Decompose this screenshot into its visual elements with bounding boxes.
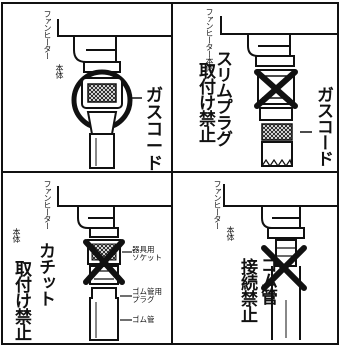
leader-lines xyxy=(120,251,132,321)
collar xyxy=(259,107,293,121)
prohibited-x-mark xyxy=(261,245,307,291)
heater-body-label: 本体 xyxy=(226,226,235,240)
gas-cord-label: ガスコード xyxy=(313,86,333,166)
elbow-fitting xyxy=(261,206,301,229)
heater-body-line xyxy=(220,16,338,35)
hex-nut xyxy=(267,227,305,239)
heater-label: ファンヒーター xyxy=(43,180,52,229)
heater-body-line xyxy=(57,19,172,37)
heater-label: ファンヒーター本体 xyxy=(205,8,214,71)
elbow-fitting xyxy=(247,34,291,57)
warning-line1: カチット xyxy=(35,242,55,306)
prohibited-x-mark xyxy=(83,239,125,285)
rubber-hose xyxy=(271,266,301,340)
warning-line1: スリムプラグ xyxy=(212,50,232,146)
warning-line2: 取付け禁止 xyxy=(195,62,215,142)
gas-hose xyxy=(261,141,293,167)
hose-plug-label: ゴム管用 プラグ xyxy=(132,287,162,304)
heater-body-line xyxy=(223,184,338,207)
warning-line1: ゴム管 xyxy=(257,256,277,304)
gas-cord-label: ガスコード xyxy=(146,86,163,174)
panel-top-left xyxy=(57,19,172,169)
warning-line2: 取付け禁止 xyxy=(11,260,31,340)
panel-top-right xyxy=(220,16,338,168)
rubber-hose xyxy=(89,287,119,341)
elbow-fitting xyxy=(77,206,115,229)
appliance-socket-label: 器具用 ソケット xyxy=(132,245,162,262)
mesh-grip xyxy=(87,83,117,103)
heater-label: ファンヒーター xyxy=(43,10,52,59)
rubber-hose-label: ゴム管 xyxy=(132,315,155,324)
gas-hose xyxy=(89,133,115,169)
mesh-grip xyxy=(261,123,293,141)
heater-body-line xyxy=(57,186,172,207)
heater-body-label: 本体 xyxy=(12,228,21,242)
prohibited-x-mark xyxy=(254,69,298,109)
hex-nut xyxy=(89,227,119,238)
quick-plug xyxy=(86,111,118,135)
warning-line2: 接続禁止 xyxy=(237,258,257,322)
heater-label: ファンヒーター xyxy=(213,180,222,229)
heater-body-label: 本体 xyxy=(55,64,64,78)
hex-nut xyxy=(255,55,295,67)
panel-bottom-right xyxy=(223,184,338,340)
panel-bottom-left xyxy=(57,186,172,341)
elbow-fitting xyxy=(73,36,117,63)
